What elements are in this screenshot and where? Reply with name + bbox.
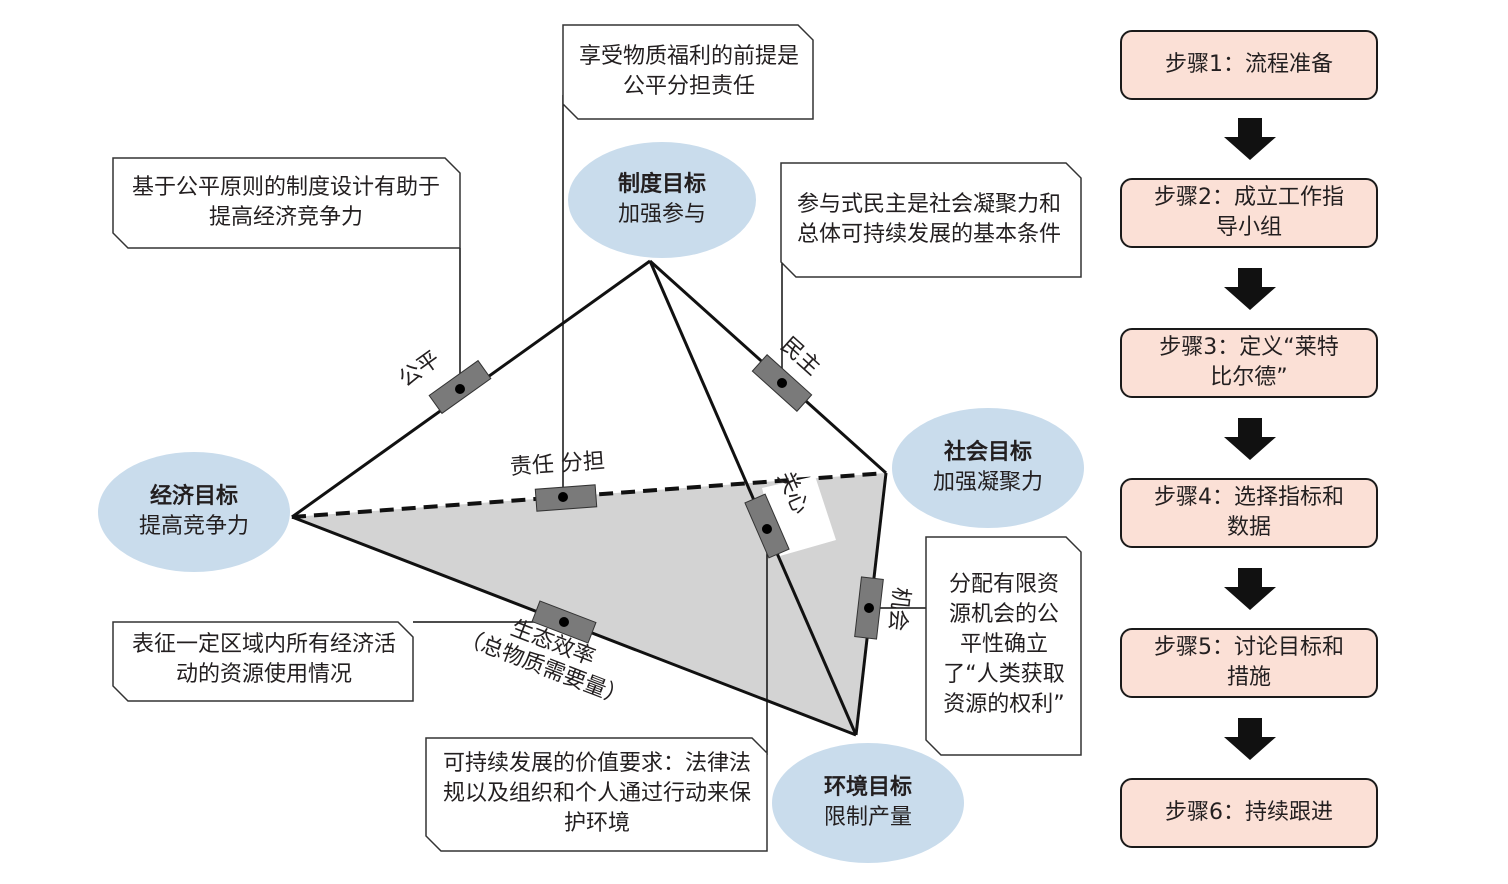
social-goal-label: 社会目标 加强凝聚力 xyxy=(903,438,1073,498)
edge-institutional-environmental xyxy=(648,260,858,736)
arrow-down-icon xyxy=(1224,268,1276,310)
economic-goal-title: 经济目标 xyxy=(149,484,238,509)
value-requirements-callout-box xyxy=(425,737,768,852)
step-3-box: 步骤3：定义“莱特比尔德” xyxy=(1120,328,1378,398)
step-6-box: 步骤6：持续跟进 xyxy=(1120,778,1378,848)
social-goal-ellipse xyxy=(892,408,1084,528)
step-4-box: 步骤4：选择指标和数据 xyxy=(1120,478,1378,548)
institutional-goal-subtitle: 加强参与 xyxy=(617,202,706,227)
resource-use-callout-box xyxy=(112,621,414,702)
resource-use-callout: 表征一定区域内所有经济活动的资源使用情况 xyxy=(131,632,396,687)
social-goal-title: 社会目标 xyxy=(943,440,1032,465)
economic-goal-label: 经济目标 提高竞争力 xyxy=(114,482,274,542)
environmental-goal-title: 环境目标 xyxy=(823,775,912,800)
economic-goal-ellipse xyxy=(98,452,290,572)
step-2-box: 步骤2：成立工作指导小组 xyxy=(1120,178,1378,248)
care-dot xyxy=(762,524,772,534)
welfare-callout-box xyxy=(562,24,814,120)
environmental-goal-label: 环境目标 限制产量 xyxy=(788,773,948,833)
institutional-goal-ellipse xyxy=(568,142,756,258)
democracy-dot xyxy=(777,378,787,388)
fairness-design-callout: 基于公平原则的制度设计有助于提高经济竞争力 xyxy=(131,175,440,230)
eco-efficiency-dot xyxy=(559,617,569,627)
value-requirements-callout: 可持续发展的价值要求：法律法规以及组织和个人通过行动来保护环境 xyxy=(442,751,751,836)
step-5-box: 步骤5：讨论目标和措施 xyxy=(1120,628,1378,698)
welfare-callout: 享受物质福利的前提是公平分担责任 xyxy=(578,44,799,99)
participatory-democracy-callout: 参与式民主是社会凝聚力和总体可持续发展的基本条件 xyxy=(796,192,1061,247)
social-goal-subtitle: 加强凝聚力 xyxy=(932,470,1043,495)
opportunity-dot xyxy=(864,603,874,613)
institutional-goal-label: 制度目标 加强参与 xyxy=(582,170,742,230)
arrow-down-icon xyxy=(1224,568,1276,610)
institutional-goal-title: 制度目标 xyxy=(617,172,706,197)
arrow-down-icon xyxy=(1224,418,1276,460)
opportunity-label: 机会 xyxy=(883,585,914,633)
arrow-down-icon xyxy=(1224,118,1276,160)
fair-allocation-callout-box xyxy=(925,536,1082,756)
arrow-down-icon xyxy=(1224,718,1276,760)
step-1-box: 步骤1：流程准备 xyxy=(1120,30,1378,100)
burden-sharing-dot xyxy=(558,492,568,502)
environmental-goal-ellipse xyxy=(772,743,964,863)
fairness-design-callout-box xyxy=(112,157,461,249)
economic-goal-subtitle: 提高竞争力 xyxy=(138,514,249,539)
base-triangle-fill xyxy=(292,473,886,735)
fairness-dot xyxy=(455,384,465,394)
environmental-goal-subtitle: 限制产量 xyxy=(823,805,912,830)
fair-allocation-callout: 分配有限资源机会的公平性确立了“人类获取资源的权利” xyxy=(943,572,1065,717)
participatory-democracy-callout-box xyxy=(780,162,1082,278)
